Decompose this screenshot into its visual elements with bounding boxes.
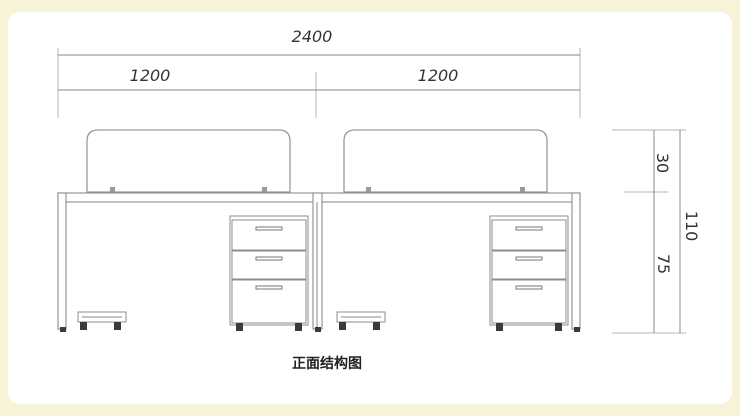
drawer-handle bbox=[515, 226, 543, 231]
foot bbox=[574, 327, 580, 332]
drawer-handle bbox=[255, 256, 283, 261]
foot bbox=[60, 327, 66, 332]
foot bbox=[315, 327, 321, 332]
drawer-handle bbox=[255, 285, 283, 290]
right-width-label: 1200 bbox=[418, 66, 459, 85]
right-screen-panel bbox=[343, 129, 548, 193]
caster bbox=[295, 323, 302, 331]
left-screen-panel bbox=[86, 129, 291, 193]
caster bbox=[373, 322, 380, 330]
height-dimensions: 30 75 110 bbox=[612, 129, 701, 334]
width-dimensions: 2400 1200 1200 bbox=[57, 27, 581, 118]
right-drawer-pedestal bbox=[489, 215, 569, 326]
caster bbox=[114, 322, 121, 330]
total-height-label: 110 bbox=[682, 211, 701, 242]
screen-clip bbox=[520, 187, 525, 194]
right-cpu-holder bbox=[336, 311, 386, 323]
total-width-label: 2400 bbox=[292, 27, 333, 46]
caster bbox=[80, 322, 87, 330]
screen-clip bbox=[110, 187, 115, 194]
desk-leg-left bbox=[57, 192, 67, 330]
caster bbox=[339, 322, 346, 330]
screen-clip bbox=[262, 187, 267, 194]
lower-height-label: 75 bbox=[654, 254, 673, 274]
left-drawer-pedestal bbox=[229, 215, 309, 326]
caster bbox=[555, 323, 562, 331]
caster bbox=[236, 323, 243, 331]
drawing-frame bbox=[8, 12, 732, 404]
caster bbox=[496, 323, 503, 331]
drawer-handle bbox=[255, 226, 283, 231]
left-width-label: 1200 bbox=[130, 66, 171, 85]
upper-height-label: 30 bbox=[653, 153, 672, 173]
drawing-caption: 正面结构图 bbox=[292, 355, 362, 372]
left-cpu-holder bbox=[77, 311, 127, 323]
drawer-handle bbox=[515, 256, 543, 261]
screen-clip bbox=[366, 187, 371, 194]
desk-leg-right bbox=[571, 192, 581, 330]
drawer-handle bbox=[515, 285, 543, 290]
